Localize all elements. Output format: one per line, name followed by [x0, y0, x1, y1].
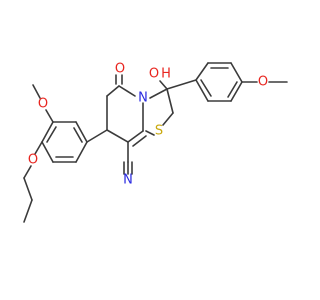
bond — [162, 112, 174, 126]
molecule-structure: O N O H O S O O N — [23, 62, 288, 223]
bond — [106, 85, 120, 97]
bond — [159, 80, 168, 90]
sulfur-label: S — [155, 124, 163, 139]
bond — [166, 79, 197, 90]
oxygen-label-methoxy-left: O — [38, 97, 48, 112]
bond — [23, 177, 33, 201]
oxygen-label-keto: O — [115, 62, 125, 77]
oxygen-label-propoxy: O — [28, 153, 38, 168]
bond — [230, 62, 243, 83]
bond — [227, 81, 238, 98]
bond — [32, 84, 41, 99]
oxygen-label-hydroxy: O — [149, 67, 159, 82]
bond — [73, 127, 83, 143]
bond — [230, 81, 243, 102]
bond — [195, 62, 209, 81]
bond — [23, 165, 32, 179]
bond-layer — [23, 62, 288, 223]
bond — [46, 126, 57, 143]
oxygen-label-methoxy-right: O — [258, 75, 268, 90]
bond — [23, 199, 33, 223]
bond — [86, 129, 108, 143]
bond — [34, 141, 43, 155]
bond — [75, 121, 88, 143]
nitrogen-label-ring: N — [138, 91, 148, 106]
atom-label-layer: O N O H O S O O N — [28, 62, 268, 188]
bond — [41, 141, 54, 163]
bond — [195, 79, 209, 102]
nitrogen-label-nitrile: N — [123, 173, 133, 188]
bond — [149, 88, 168, 99]
bond — [45, 109, 54, 123]
bond — [200, 79, 212, 97]
bond — [127, 130, 144, 143]
bond — [106, 129, 129, 143]
bond — [75, 141, 88, 163]
bond — [41, 121, 54, 143]
hydrogen-label-hydroxy: H — [161, 67, 171, 82]
bond — [132, 135, 147, 147]
bond — [166, 88, 174, 114]
bond — [145, 130, 155, 136]
bond — [118, 85, 136, 97]
